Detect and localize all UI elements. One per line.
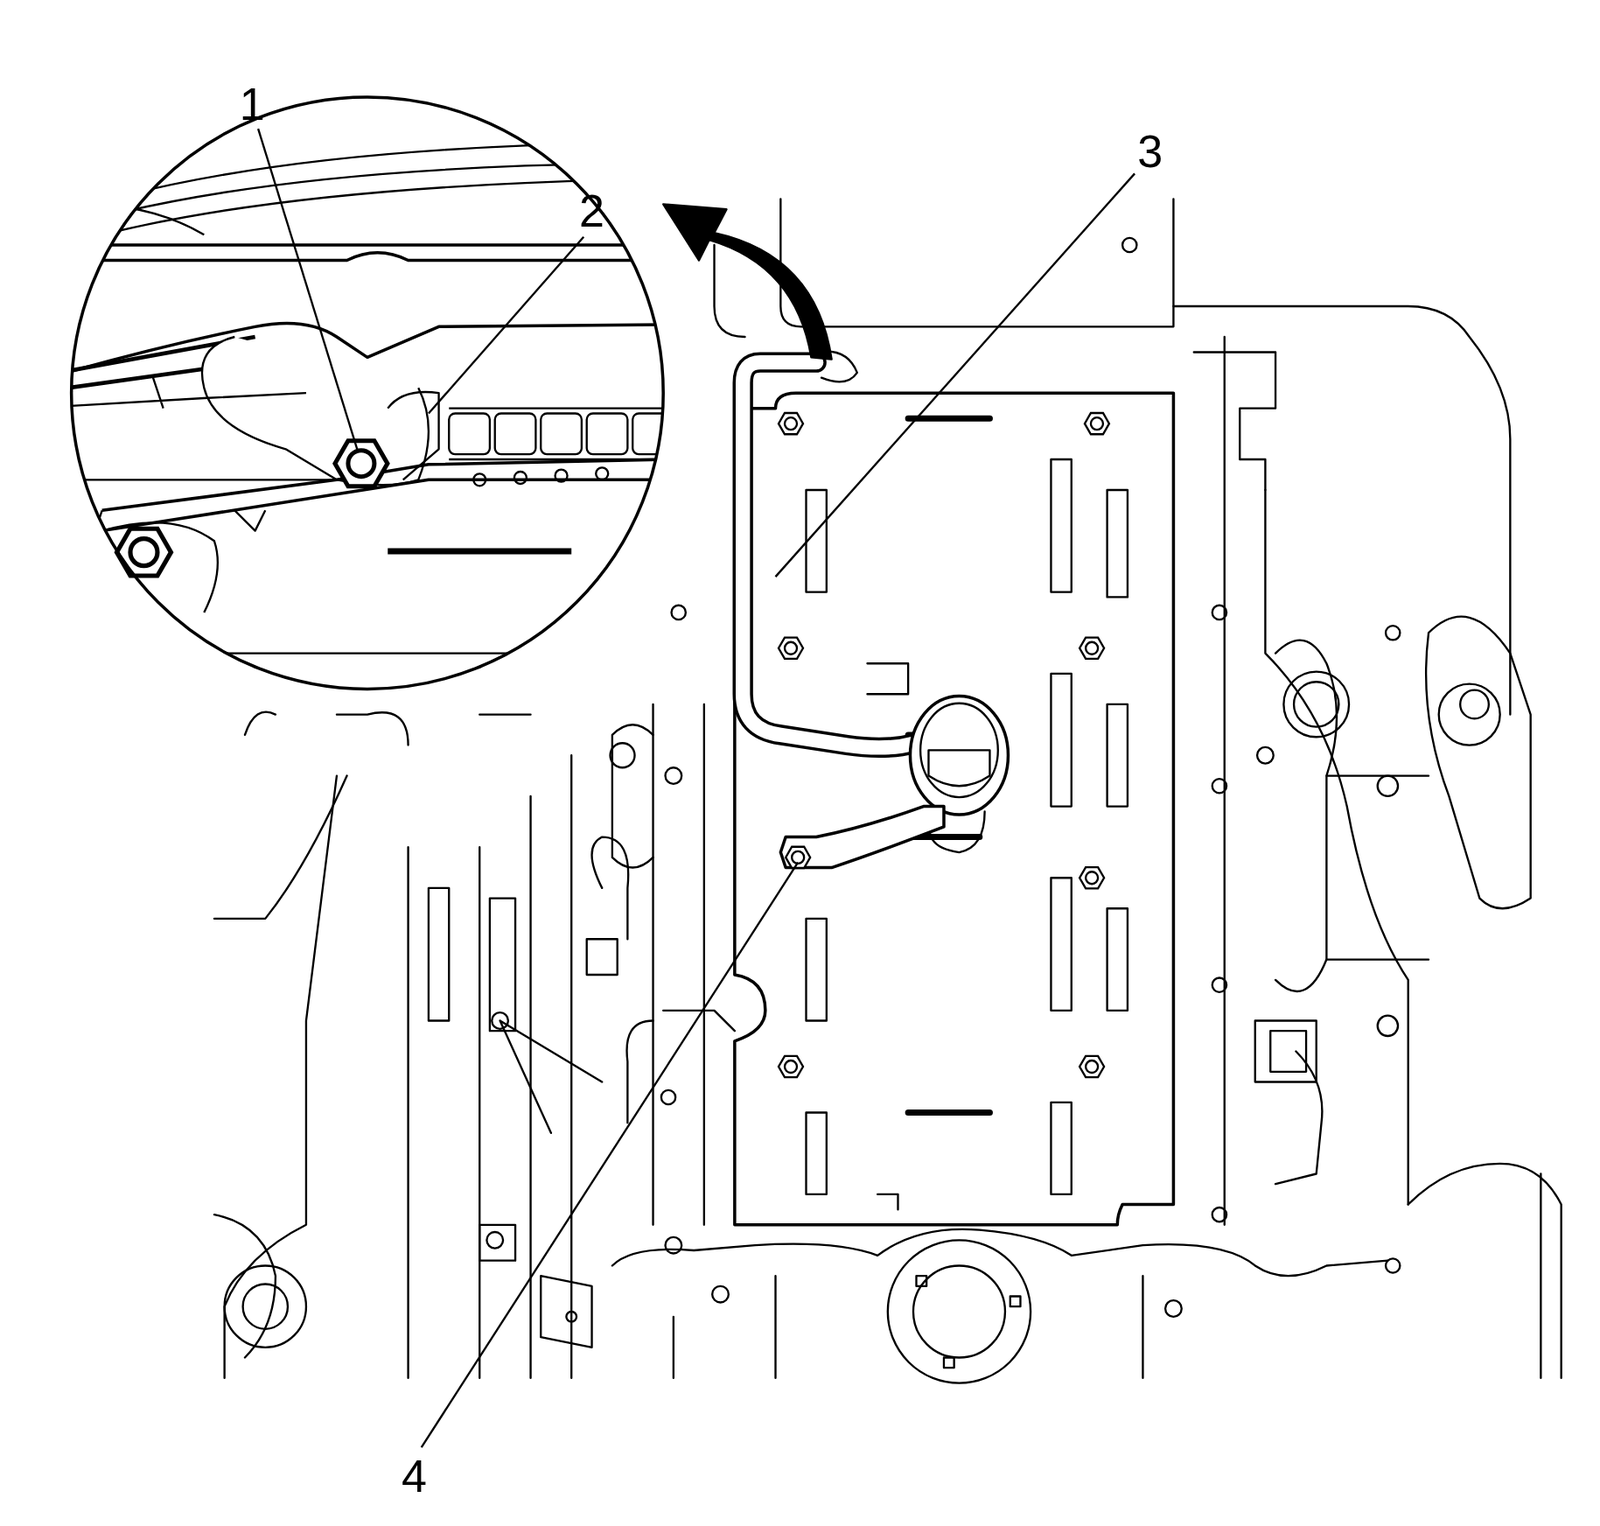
callout-number: 2 (575, 186, 608, 236)
callout-number: 3 (1133, 126, 1167, 176)
callout-number: 1 (236, 79, 269, 129)
leader-line (421, 862, 798, 1447)
leader-line (775, 173, 1136, 577)
leader-line (428, 237, 584, 414)
leader-line (258, 128, 357, 449)
callout-number: 4 (398, 1451, 431, 1501)
